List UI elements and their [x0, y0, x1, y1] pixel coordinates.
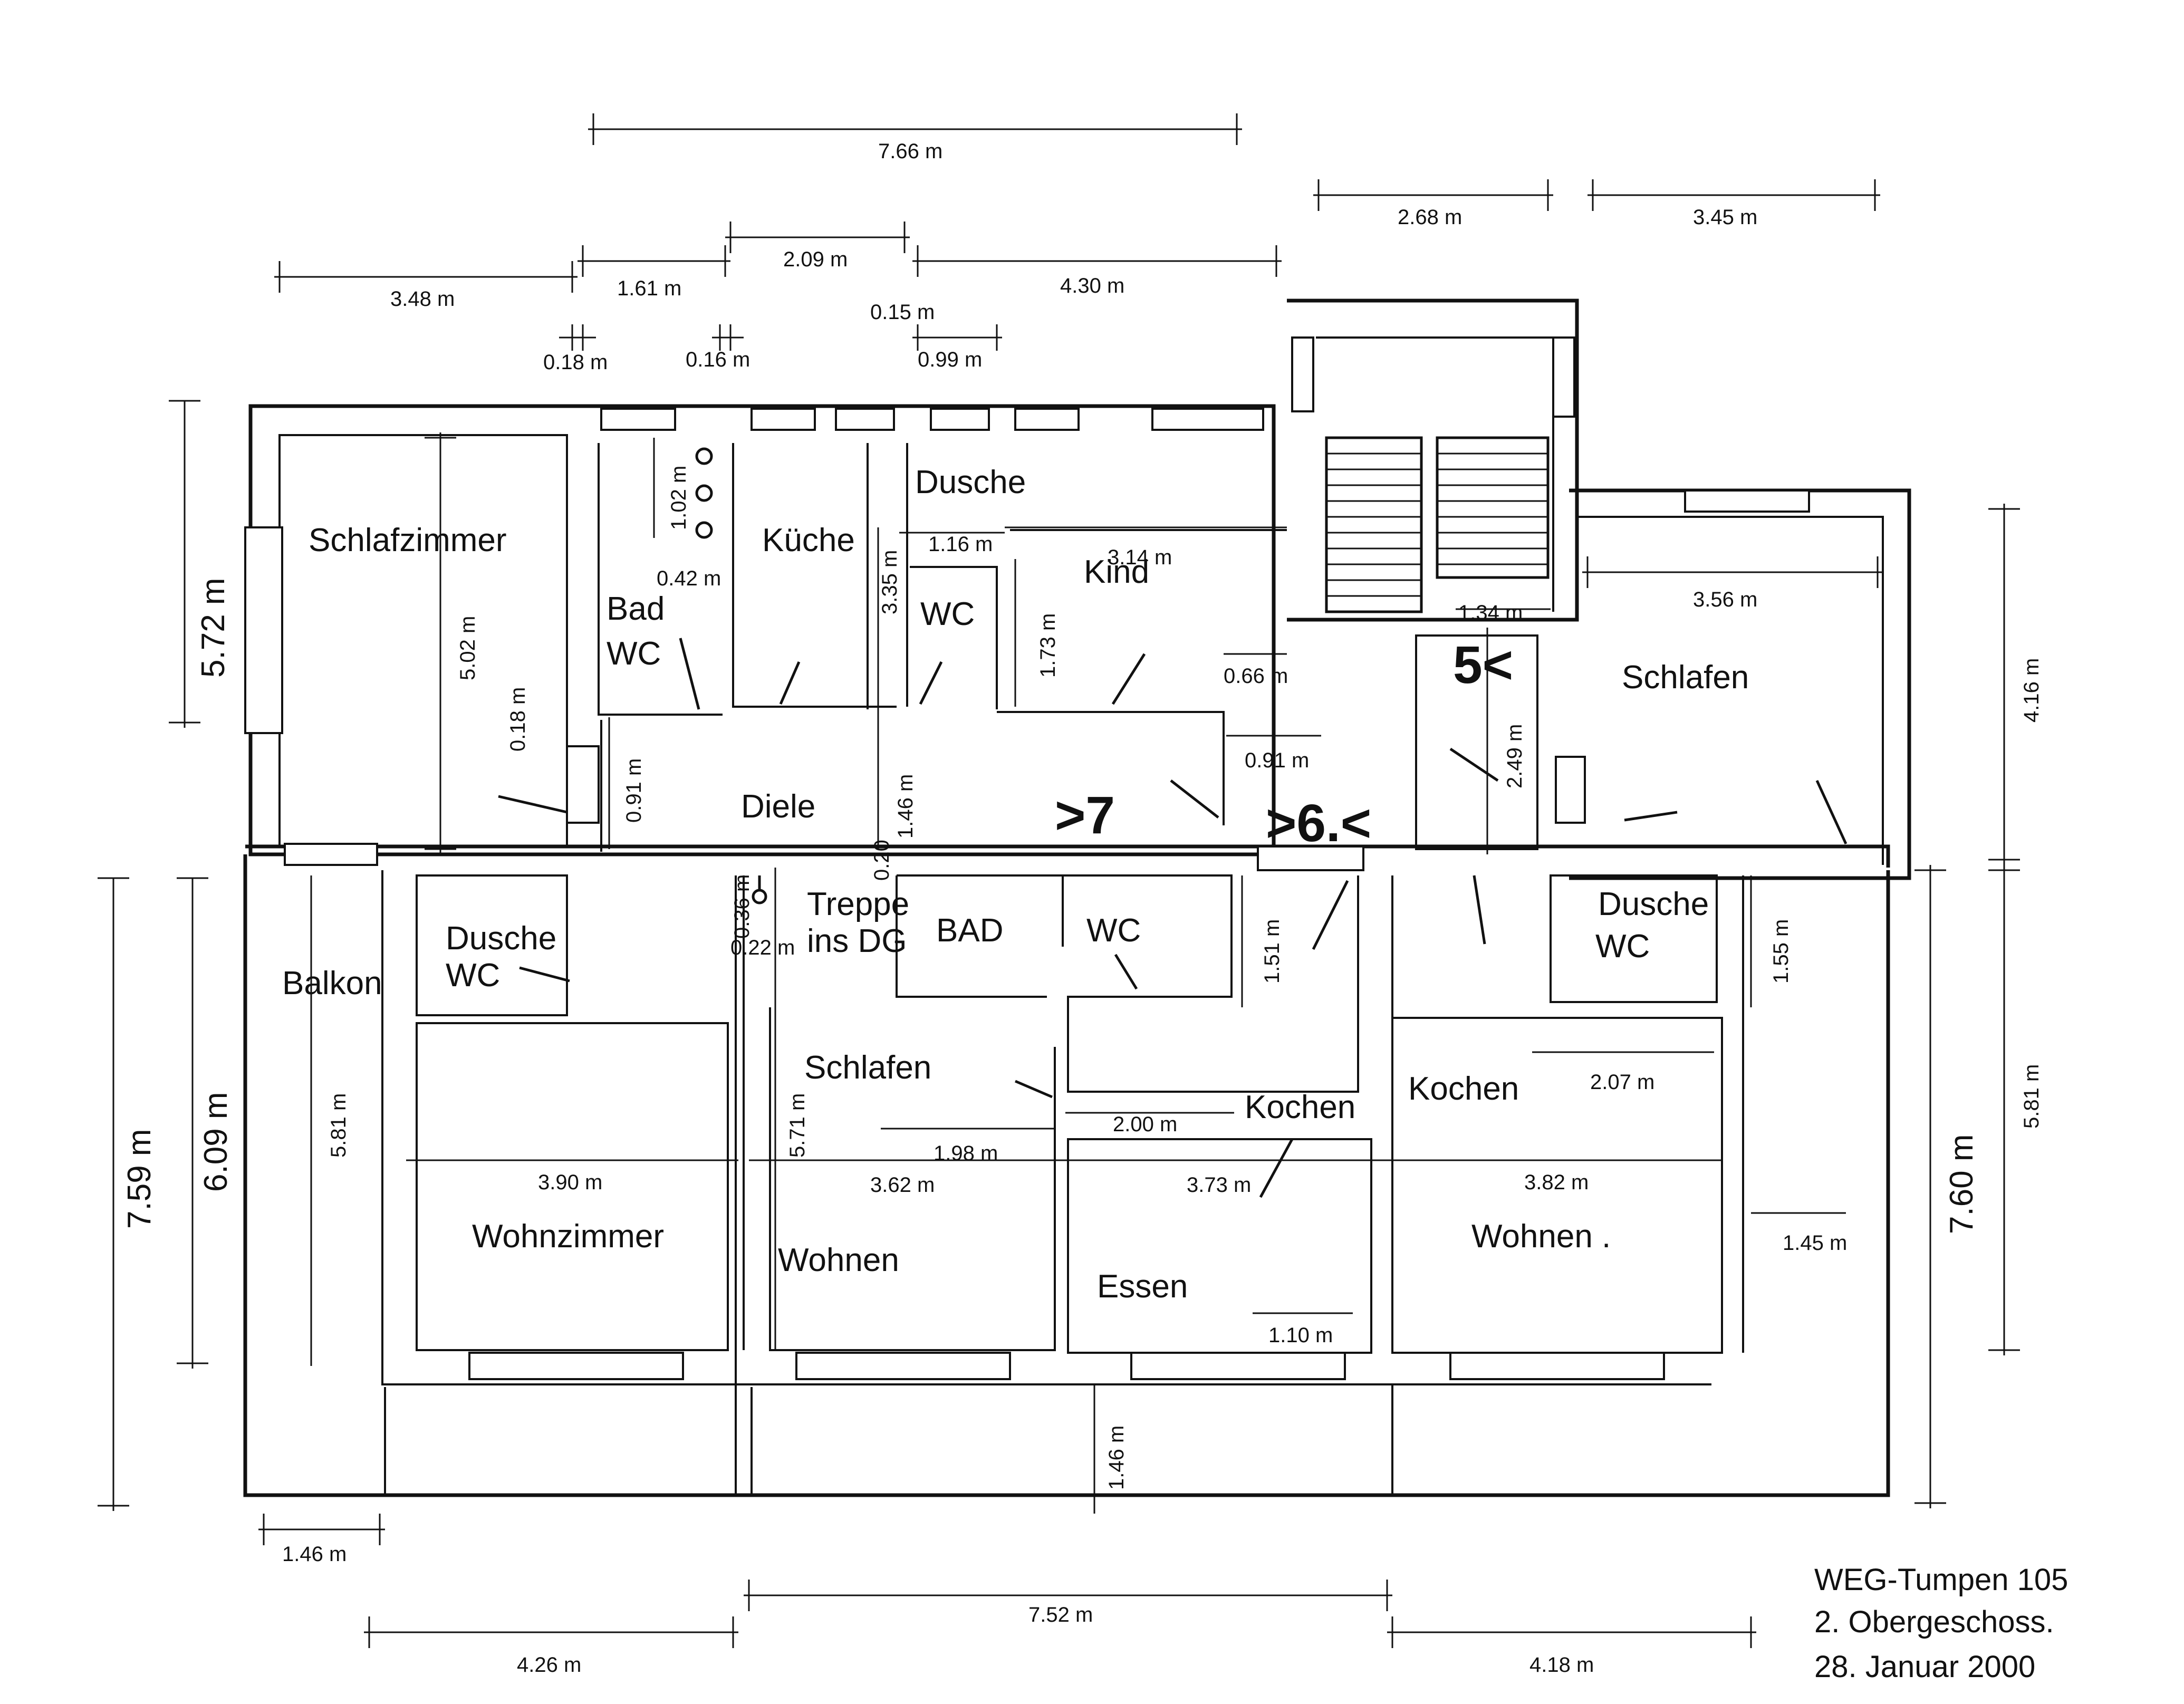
- dim-label: 5.72 m: [195, 577, 232, 678]
- dim-label: 1.10 m: [1268, 1324, 1333, 1347]
- label-essen: Essen: [1097, 1268, 1188, 1305]
- label-schlafen-mid: Schlafen: [804, 1050, 931, 1086]
- dim-label: 0.91 m: [1245, 749, 1309, 772]
- label-balkon: Balkon: [282, 965, 382, 1002]
- dimension-labels: 7.66 m 2.68 m 3.45 m 3.48 m 1.61 m 2.09 …: [121, 140, 2043, 1677]
- label-kueche: Küche: [762, 522, 855, 559]
- dim-label: 6.09 m: [198, 1092, 234, 1192]
- dim-label: 3.45 m: [1693, 206, 1757, 229]
- title-line-1: WEG-Tumpen 105: [1814, 1563, 2068, 1597]
- title-line-2: 2. Obergeschoss.: [1814, 1605, 2054, 1639]
- dim-label: 3.35 m: [878, 550, 901, 614]
- label-treppe-ins-dg: ins DG: [807, 923, 907, 959]
- dim-label: 2.07 m: [1590, 1071, 1654, 1094]
- dim-label: 1.55 m: [1769, 919, 1793, 984]
- dim-label: 0.66 m: [1224, 665, 1288, 688]
- label-schlafen-right: Schlafen: [1622, 659, 1749, 696]
- dim-label: 0.22 m: [730, 936, 795, 959]
- label-wohnzimmer: Wohnzimmer: [472, 1218, 664, 1255]
- dim-label: 1.46 m: [894, 774, 917, 839]
- label-treppe: Treppe: [807, 886, 909, 922]
- dim-label: 1.45 m: [1783, 1231, 1847, 1255]
- doors: [498, 638, 1848, 1198]
- room-labels: Schlafzimmer Bad WC Küche Dusche WC Kind…: [282, 464, 1749, 1305]
- dim-label: 4.30 m: [1060, 274, 1124, 297]
- dim-label: 7.60 m: [1944, 1134, 1980, 1234]
- dim-label: 3.48 m: [390, 287, 455, 311]
- dim-label: 5.81 m: [2020, 1064, 2043, 1129]
- dim-label: 3.90 m: [538, 1171, 602, 1194]
- label-wc-left: WC: [446, 957, 500, 994]
- dim-label: 2.00 m: [1113, 1113, 1177, 1136]
- label-wohnen-right: Wohnen .: [1471, 1218, 1611, 1255]
- dim-label: 1.46 m: [1105, 1426, 1128, 1490]
- label-bad-caps: BAD: [936, 912, 1003, 949]
- dim-label: 2.09 m: [783, 248, 848, 271]
- dim-label: 1.02 m: [667, 466, 690, 530]
- dim-label: 3.62 m: [870, 1173, 935, 1197]
- staircase: [695, 436, 1550, 904]
- label-wc-top: WC: [920, 596, 975, 632]
- label-wc-mid: WC: [1086, 912, 1141, 949]
- dim-label: 0.20: [870, 840, 893, 881]
- dim-label: 1.98 m: [934, 1142, 998, 1165]
- dim-label: 4.18 m: [1529, 1653, 1594, 1677]
- dim-label: 0.16 m: [686, 348, 750, 371]
- dim-label: 3.73 m: [1187, 1173, 1251, 1197]
- dim-label: 0.18 m: [506, 687, 530, 752]
- label-dusche-right: Dusche: [1598, 886, 1709, 922]
- dim-label: 2.49 m: [1503, 724, 1526, 788]
- dim-label: 4.26 m: [517, 1653, 581, 1677]
- dim-label: 0.18 m: [543, 351, 608, 374]
- dim-label: 1.46 m: [282, 1543, 347, 1566]
- dim-label: 1.51 m: [1261, 919, 1284, 984]
- dim-label: 7.59 m: [121, 1129, 158, 1229]
- dim-label: 5.02 m: [456, 616, 479, 680]
- label-dusche-left: Dusche: [446, 920, 556, 957]
- unit-marker-5: 5<: [1453, 636, 1513, 695]
- dim-label: 1.61 m: [617, 277, 681, 300]
- label-wohnen-mid: Wohnen: [778, 1242, 899, 1278]
- label-bad-wc: WC: [607, 636, 661, 672]
- label-kochen-mid: Kochen: [1245, 1089, 1355, 1125]
- dim-label: 1.16 m: [928, 533, 993, 556]
- dim-label: 3.14 m: [1108, 546, 1172, 569]
- label-kind: Kind: [1084, 554, 1149, 590]
- windows: [244, 336, 1810, 1380]
- dim-label: 5.71 m: [786, 1093, 809, 1158]
- dim-label: 3.56 m: [1693, 588, 1757, 611]
- dim-label: 0.42 m: [657, 567, 721, 590]
- dim-label: 5.81 m: [327, 1093, 350, 1158]
- title-line-3: 28. Januar 2000: [1814, 1650, 2035, 1684]
- dim-label: 0.99 m: [918, 348, 982, 371]
- dim-label: 1.34 m: [1458, 601, 1523, 624]
- dimension-lines: [98, 113, 2020, 1648]
- walls: [243, 299, 1911, 1497]
- dim-label: 2.68 m: [1398, 206, 1462, 229]
- title-block: WEG-Tumpen 105 2. Obergeschoss. 28. Janu…: [1814, 1563, 2068, 1684]
- unit-marker-6: >6.<: [1266, 794, 1371, 853]
- unit-marker-7: >7: [1055, 786, 1115, 845]
- dim-label: 1.73 m: [1036, 613, 1060, 678]
- dim-label: 7.52 m: [1028, 1603, 1093, 1626]
- label-dusche-top: Dusche: [915, 464, 1026, 500]
- dim-label: 4.16 m: [2020, 658, 2043, 723]
- label-bad: Bad: [607, 591, 665, 627]
- dim-label: 3.82 m: [1524, 1171, 1589, 1194]
- label-wc-right: WC: [1595, 928, 1650, 965]
- dim-label: 0.91 m: [622, 758, 646, 823]
- dim-label: 7.66 m: [878, 140, 942, 163]
- unit-markers: >7 >6.< 5<: [1055, 636, 1513, 853]
- dim-label: 0.15 m: [870, 301, 935, 324]
- dim-label: 0.36 m: [730, 874, 754, 939]
- label-diele: Diele: [741, 788, 815, 825]
- label-schlafzimmer: Schlafzimmer: [309, 522, 507, 559]
- label-kochen-right: Kochen: [1408, 1071, 1519, 1107]
